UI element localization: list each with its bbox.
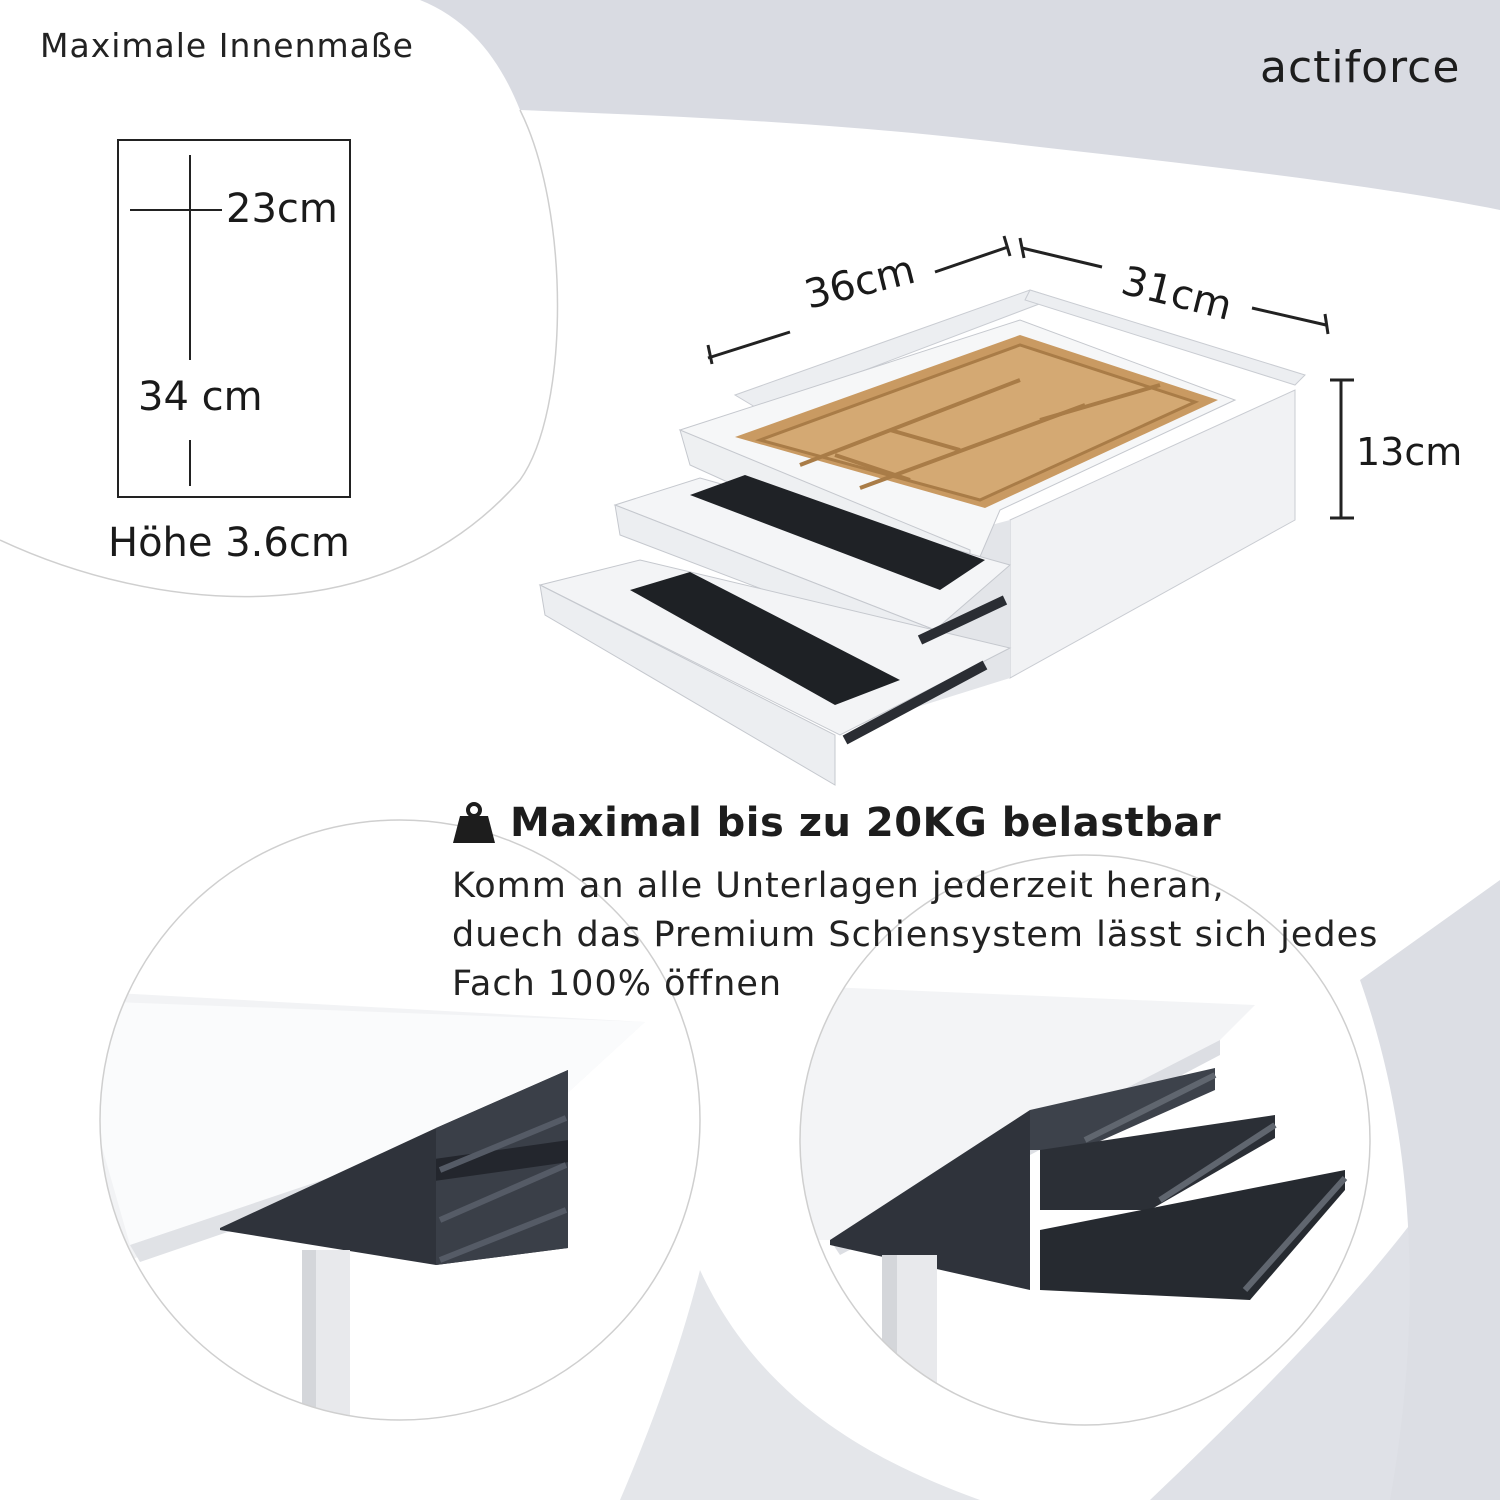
desk-open-illustration bbox=[800, 855, 1370, 1425]
inner-depth-label: 34 cm bbox=[138, 374, 263, 420]
weight-icon bbox=[453, 802, 495, 843]
description-line: Komm an alle Unterlagen jederzeit heran, bbox=[452, 866, 1225, 906]
brand-logo: actiforce bbox=[1260, 42, 1461, 93]
inner-dimensions-title: Maximale Innenmaße bbox=[40, 26, 414, 65]
description: Komm an alle Unterlagen jederzeit heran,… bbox=[452, 862, 1378, 1009]
description-line: duech das Premium Schiensystem lässt sic… bbox=[452, 915, 1379, 955]
load-capacity-text: Maximal bis zu 20KG belastbar bbox=[510, 800, 1222, 846]
desk-closed-illustration bbox=[100, 820, 700, 1420]
description-line: Fach 100% öffnen bbox=[452, 964, 783, 1004]
drawer-height-label: 13cm bbox=[1356, 430, 1463, 474]
inner-width-label: 23cm bbox=[226, 186, 338, 232]
drawer-unit-illustration bbox=[538, 289, 1306, 786]
inner-height-label: Höhe 3.6cm bbox=[108, 520, 350, 566]
load-capacity: Maximal bis zu 20KG belastbar bbox=[452, 800, 1221, 846]
